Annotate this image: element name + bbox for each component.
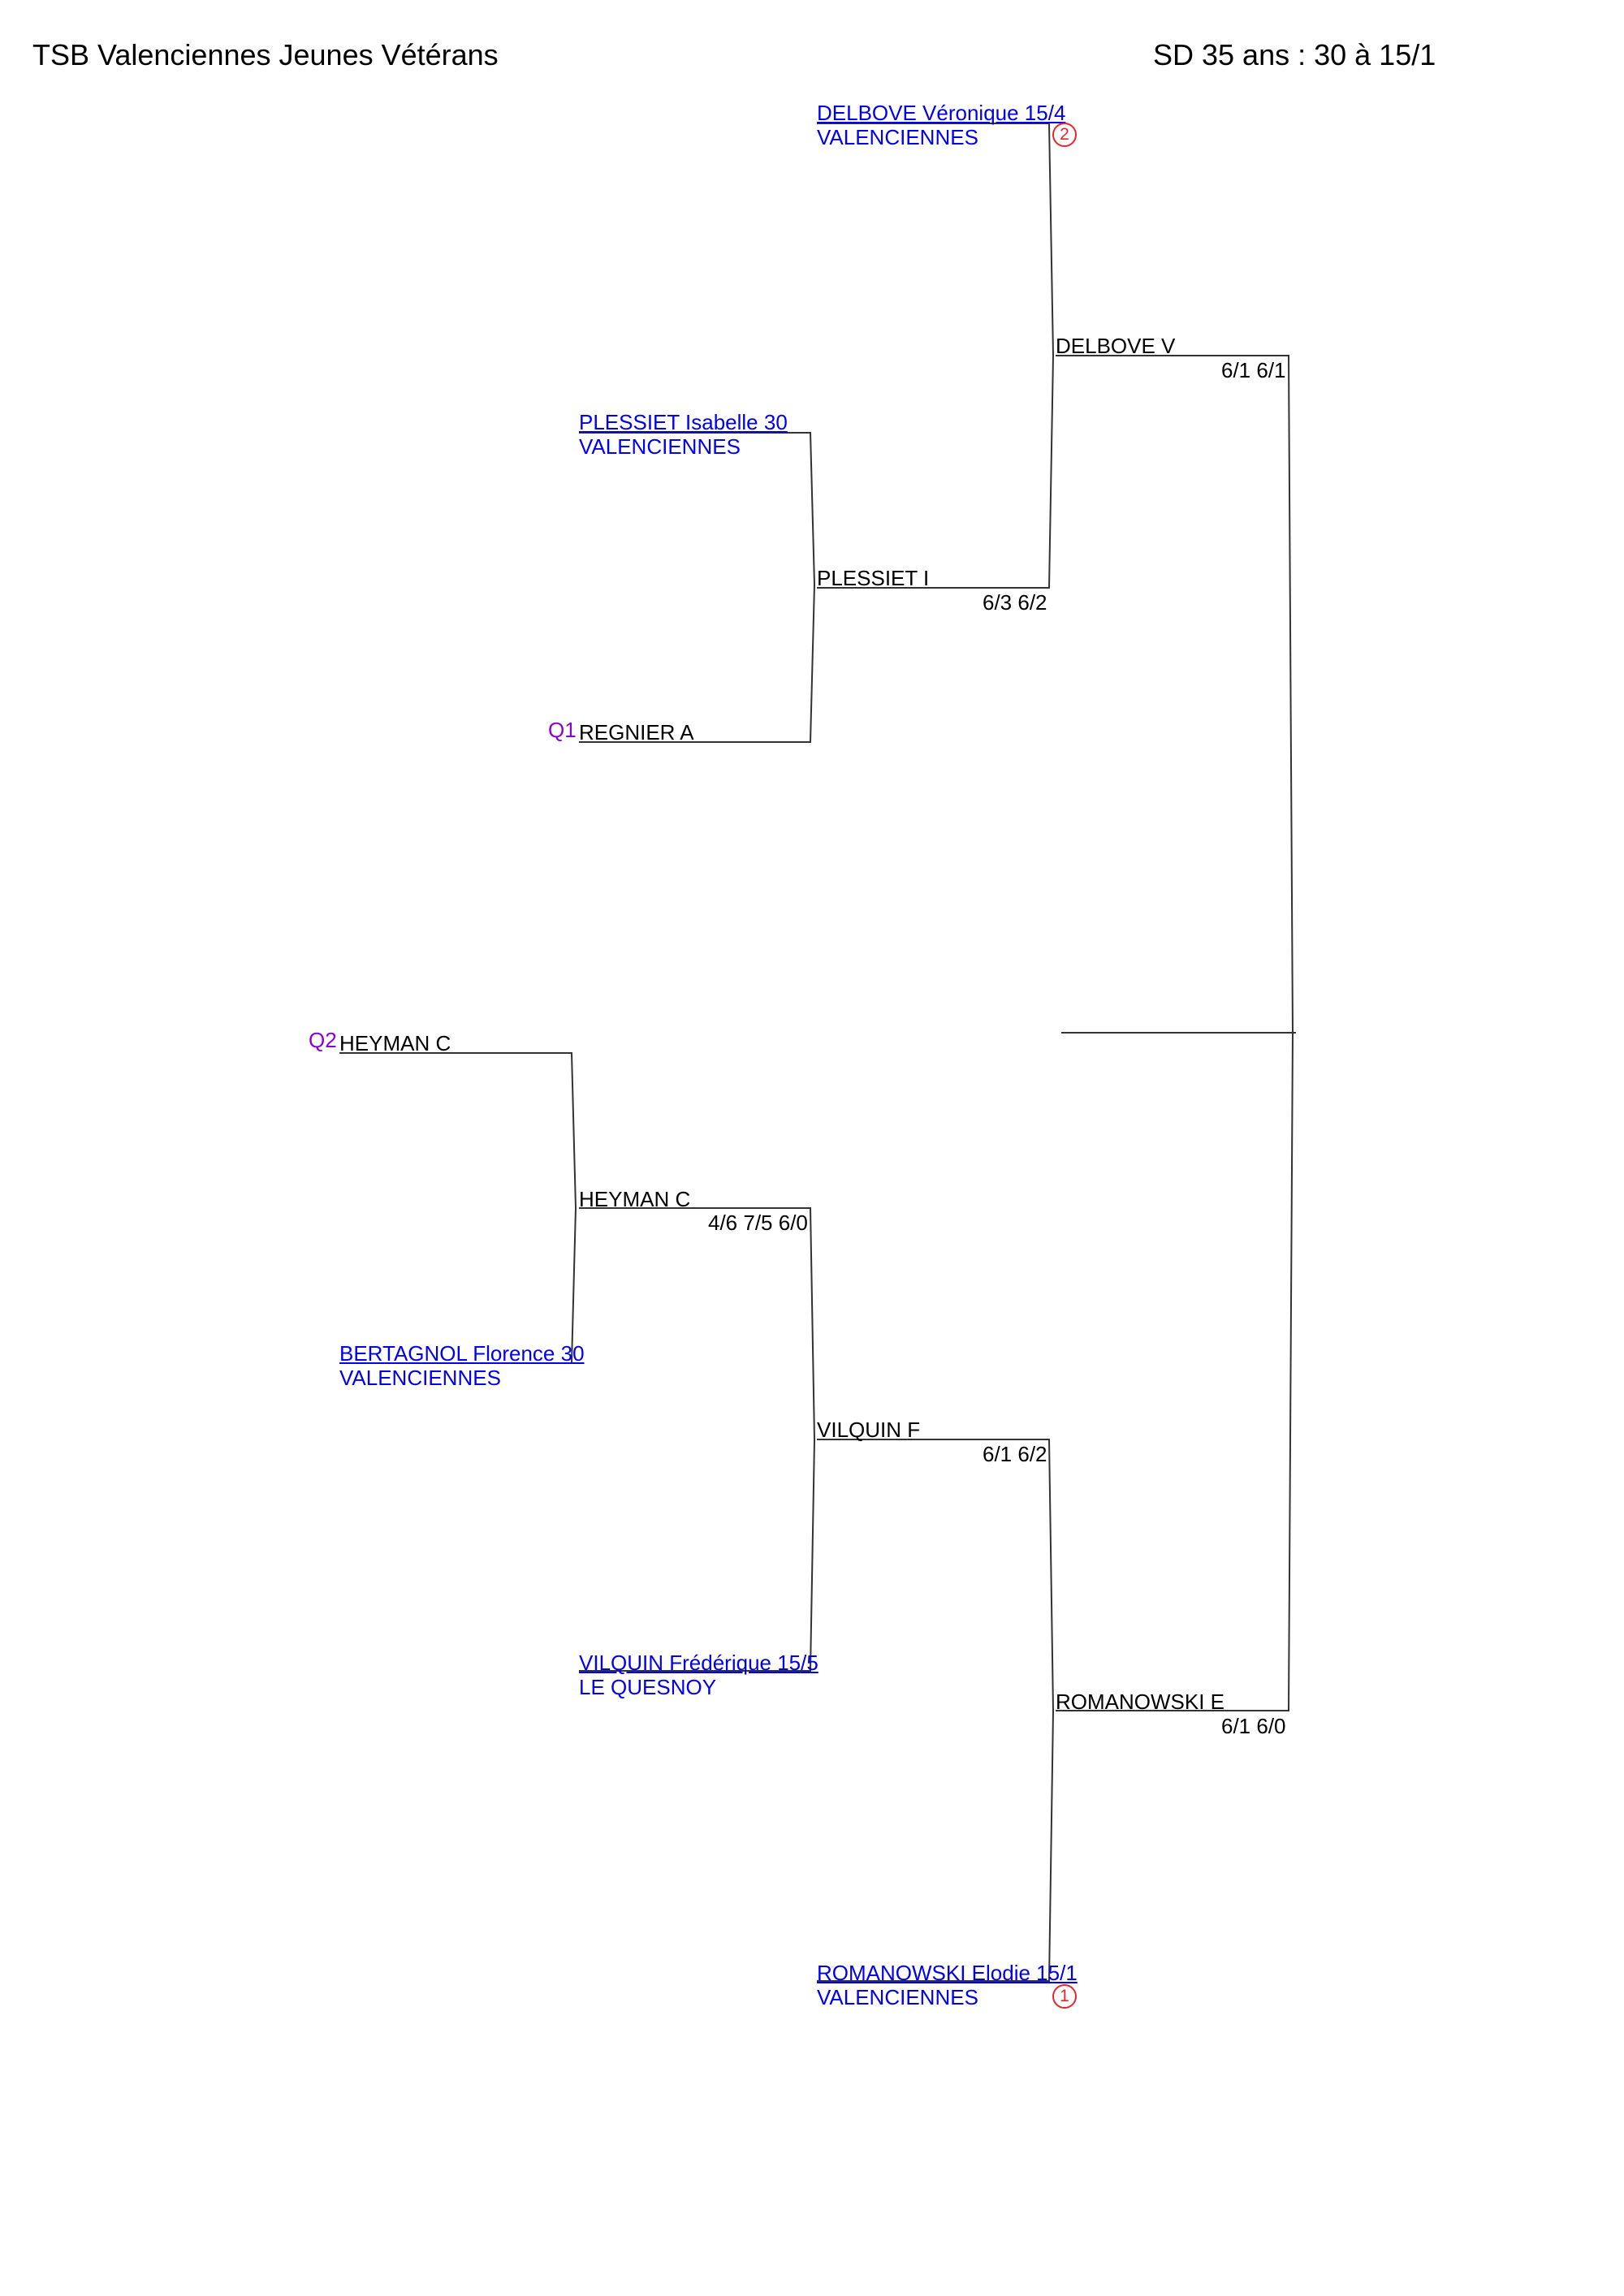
entrant-bertagnol-club: VALENCIENNES	[339, 1366, 501, 1390]
category-title: SD 35 ans : 30 à 15/1	[1153, 38, 1436, 71]
score-delbove-semi: 6/1 6/1	[1221, 358, 1286, 382]
entrant-delbove-club: VALENCIENNES	[817, 125, 978, 149]
qualifier-badge-q2: Q2	[309, 1028, 337, 1052]
entrant-delbove-name[interactable]: DELBOVE Véronique 15/4	[817, 101, 1066, 125]
winner-heyman-r1: HEYMAN C	[579, 1187, 691, 1211]
score-heyman-r1: 4/6 7/5 6/0	[708, 1211, 808, 1235]
entrant-plessiet-club: VALENCIENNES	[579, 434, 741, 459]
winner-romanowski-semi: ROMANOWSKI E	[1056, 1690, 1225, 1714]
entrant-plessiet-name[interactable]: PLESSIET Isabelle 30	[579, 410, 788, 434]
tournament-title: TSB Valenciennes Jeunes Vétérans	[32, 38, 499, 71]
score-vilquin-r2: 6/1 6/2	[983, 1442, 1047, 1466]
seed-badge-1: 1	[1052, 1984, 1077, 2009]
score-plessiet-r1: 6/3 6/2	[983, 590, 1047, 615]
seed-badge-2: 2	[1052, 123, 1077, 147]
entrant-heyman-name: HEYMAN C	[339, 1031, 451, 1055]
entrant-romanowski-club: VALENCIENNES	[817, 1985, 978, 2009]
entrant-vilquin-club: LE QUESNOY	[579, 1675, 717, 1699]
entrant-vilquin-name[interactable]: VILQUIN Frédérique 15/5	[579, 1651, 818, 1675]
entrant-romanowski-name[interactable]: ROMANOWSKI Elodie 15/1	[817, 1961, 1078, 1985]
entrant-regnier-name: REGNIER A	[579, 720, 694, 744]
qualifier-badge-q1: Q1	[548, 718, 577, 742]
entrant-bertagnol-name[interactable]: BERTAGNOL Florence 30	[339, 1341, 585, 1366]
score-romanowski-semi: 6/1 6/0	[1221, 1714, 1286, 1738]
winner-vilquin-r2: VILQUIN F	[817, 1418, 921, 1442]
winner-delbove-semi: DELBOVE V	[1056, 334, 1176, 358]
winner-plessiet-r1: PLESSIET I	[817, 566, 930, 590]
